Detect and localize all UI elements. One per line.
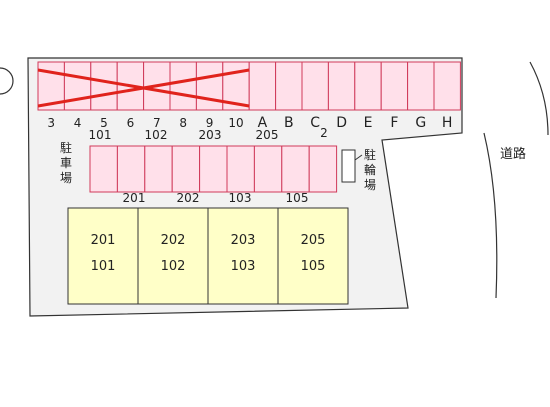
- parking-label-char: 場: [60, 171, 72, 185]
- top-stall-label: 4: [74, 116, 82, 130]
- middle-parking-stall: [281, 145, 310, 193]
- top-parking-stall: [195, 61, 224, 111]
- building-unit: [67, 207, 139, 305]
- middle-parking-stall: [116, 145, 146, 193]
- building-units: 201 101 202 102 203 103 205 105: [67, 207, 349, 305]
- top-stall-label: B: [284, 115, 294, 131]
- bicycle-parking-box: [341, 149, 356, 183]
- unit-number-lower: 101: [91, 259, 116, 274]
- middle-parking-stall: [253, 145, 283, 193]
- top-stall-label: E: [364, 115, 373, 131]
- top-parking-stall: [380, 61, 409, 111]
- bicycle-label-vertical: 駐輪場: [364, 147, 376, 192]
- bicycle-label-char: 場: [364, 178, 376, 192]
- top-stall-label: 3: [47, 116, 55, 130]
- unit-number-upper: 203: [231, 233, 256, 248]
- top-parking-stall: [327, 61, 356, 111]
- middle-parking-stall: [89, 145, 118, 193]
- top-sub-label: 203: [199, 128, 222, 142]
- top-parking-stall: [354, 61, 382, 111]
- top-stall-label: 7: [153, 116, 161, 130]
- top-parking-stall: [407, 61, 435, 111]
- top-stall-label: A: [258, 115, 268, 131]
- middle-stall-label: 202: [177, 191, 200, 205]
- building-unit: [207, 207, 279, 305]
- top-stall-label: H: [442, 115, 453, 131]
- crossed-out-stalls: [37, 68, 250, 108]
- top-sub-label: 101: [89, 128, 112, 142]
- top-stall-label: 10: [228, 116, 243, 130]
- unit-number-upper: 205: [301, 233, 326, 248]
- top-parking-stall: [169, 61, 197, 111]
- building-unit: [137, 207, 209, 305]
- parking-label-char: 駐: [60, 140, 72, 155]
- top-parking-stall: [433, 61, 461, 111]
- road-label: 道路: [500, 146, 526, 162]
- unit-number-lower: 102: [161, 259, 186, 274]
- cross-line: [37, 68, 250, 108]
- bicycle-label-char: 駐: [364, 147, 376, 162]
- middle-parking-stall: [144, 145, 173, 193]
- middle-parking-stall: [308, 145, 338, 193]
- top-stall-label: F: [390, 115, 398, 131]
- middle-parking-row: [89, 145, 338, 193]
- top-stall-label: 8: [179, 116, 187, 130]
- top-parking-stall: [275, 61, 303, 111]
- unit-number-upper: 202: [161, 233, 186, 248]
- middle-parking-labels: 201 202 103 105: [123, 191, 309, 205]
- building-unit: [277, 207, 349, 305]
- top-parking-stall: [301, 61, 329, 111]
- unit-number-lower: 103: [231, 259, 256, 274]
- road-curve-bottom: [483, 132, 498, 299]
- left-edge-arc: [0, 67, 14, 95]
- bicycle-label-char: 輪: [364, 162, 376, 177]
- middle-parking-stall: [226, 145, 255, 193]
- middle-stall-label: 201: [123, 191, 146, 205]
- parking-label-vertical: 駐車場: [60, 140, 72, 185]
- top-stall-label: 9: [206, 116, 214, 130]
- top-parking-stall: [248, 61, 277, 111]
- top-parking-stall: [90, 61, 118, 111]
- middle-parking-stall: [199, 145, 228, 193]
- top-parking-row: [37, 61, 461, 111]
- top-stall-label: D: [336, 115, 347, 131]
- top-sub-label: 205: [256, 128, 279, 142]
- top-stall-label: 6: [127, 116, 135, 130]
- bicycle-pointer-line: [354, 154, 363, 161]
- top-stall-label: G: [415, 115, 426, 131]
- middle-stall-label: 103: [229, 191, 252, 205]
- top-parking-stall: [63, 61, 92, 111]
- top-sub-label: 2: [320, 126, 328, 140]
- middle-stall-label: 105: [286, 191, 309, 205]
- unit-number-lower: 105: [301, 259, 326, 274]
- parking-label-char: 車: [60, 156, 72, 170]
- top-sub-label: 102: [145, 128, 168, 142]
- top-stall-label: C: [310, 115, 320, 131]
- unit-number-upper: 201: [91, 233, 116, 248]
- road-curve-top: [529, 61, 549, 136]
- top-stall-label: 5: [100, 116, 108, 130]
- middle-parking-stall: [171, 145, 201, 193]
